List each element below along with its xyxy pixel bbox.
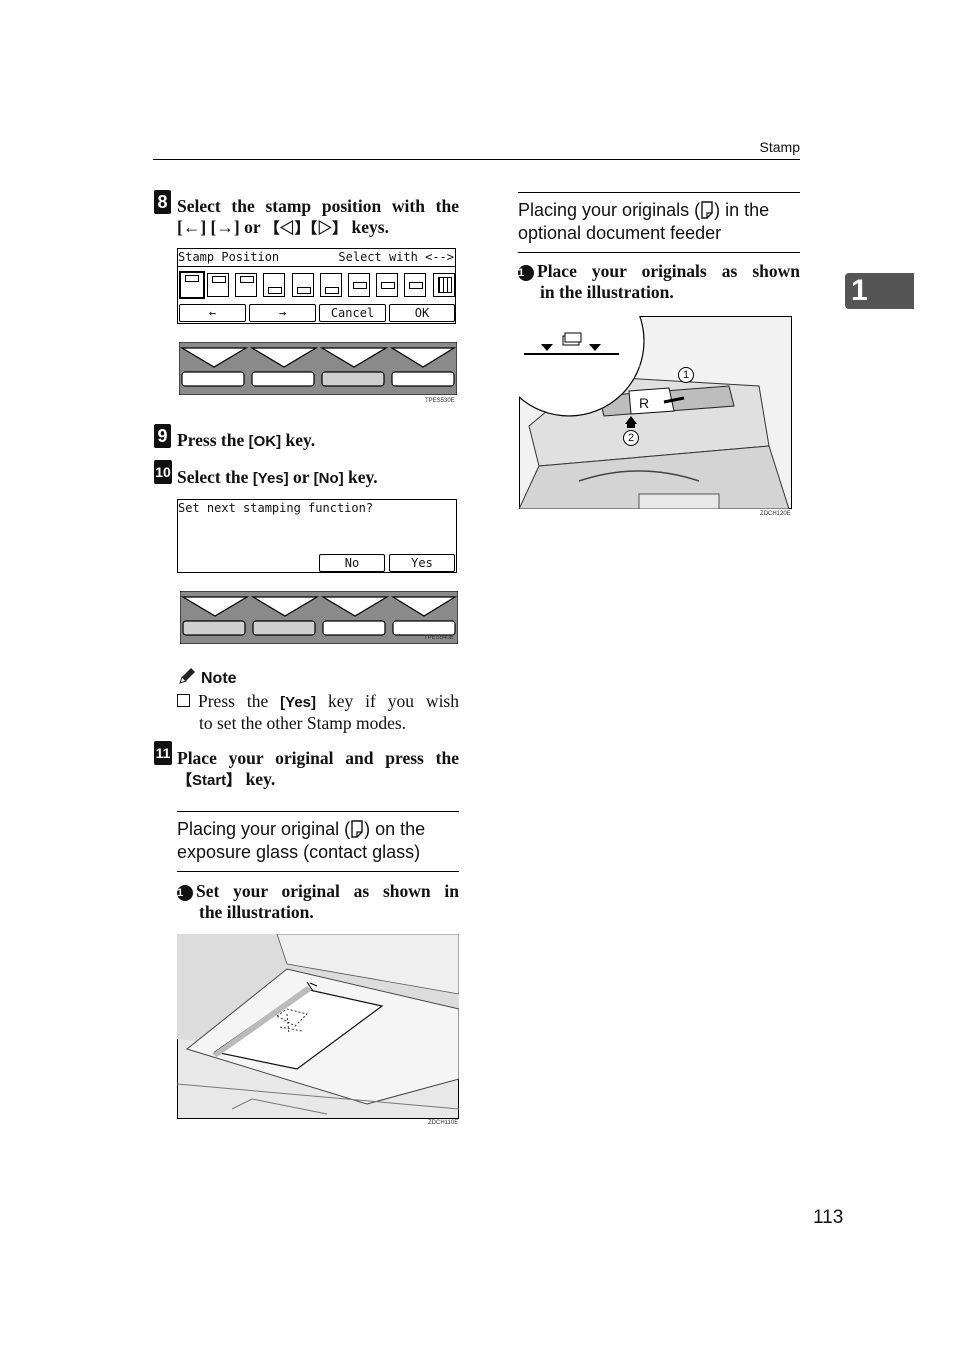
panel-right-button[interactable]: → <box>249 304 316 322</box>
panel-yes-button[interactable]: Yes <box>389 554 455 572</box>
page-number: 113 <box>813 1207 844 1228</box>
selection-keys-illustration-2 <box>179 590 459 645</box>
bullet-1-feeder: 1 <box>518 265 534 281</box>
exposure-glass-illustration <box>176 933 460 1119</box>
step-9-number: 9 <box>154 424 171 448</box>
document-feeder-drawing: R <box>519 316 792 510</box>
stamp-position-option[interactable] <box>404 273 427 297</box>
document-feeder-illustration: R 1 2 <box>519 316 792 510</box>
stamp-mark-icon <box>268 287 283 294</box>
note-text: Press the [Yes] key if you wish to set t… <box>177 691 459 734</box>
stamp-mark-icon <box>212 276 226 283</box>
stamp-mark-icon <box>381 282 396 289</box>
panel-message: Set next stamping function? <box>178 501 374 515</box>
section-glass-title: Placing your original () on the exposure… <box>177 819 426 862</box>
selection-keys-illustration-1 <box>178 341 458 396</box>
note-heading: Note <box>177 667 237 688</box>
panel-ok-button[interactable]: OK <box>389 304 455 322</box>
selection-keys-strip-1 <box>178 341 458 396</box>
start-key: 【Start】 <box>177 772 242 789</box>
stamp-mark-icon <box>185 275 199 282</box>
stamp-position-option[interactable] <box>179 271 205 299</box>
stamp-mark-icon <box>240 276 255 283</box>
original-orientation-icon <box>351 820 363 838</box>
key-prev: 【◁】 <box>264 220 310 237</box>
running-header: Stamp <box>759 139 800 155</box>
yes-key: [Yes] <box>252 470 289 487</box>
step-8-line2: [←] [→] or 【◁】【▷】 keys. <box>177 217 459 239</box>
or-word: or <box>244 217 261 237</box>
stamp-mark-icon <box>409 282 424 289</box>
step-10-number: 10 <box>154 460 172 484</box>
step-8-text: Select the stamp position with the [←] [… <box>177 196 459 239</box>
panel-left-button[interactable]: ← <box>179 304 246 322</box>
step-9-text: Press the [OK] key. <box>177 430 316 450</box>
panel-no-button[interactable]: No <box>319 554 385 572</box>
chapter-tab: 1 <box>845 273 914 309</box>
original-orientation-icon-2 <box>701 201 713 219</box>
checkbox-icon <box>177 694 190 707</box>
note-title: Note <box>201 670 237 687</box>
exposure-glass-drawing <box>176 933 460 1119</box>
stamp-mark-icon <box>296 287 311 294</box>
selection-keys-strip-2 <box>179 590 459 645</box>
section-feeder-title: Placing your originals () in the optiona… <box>518 200 770 243</box>
panel-cancel-button[interactable]: Cancel <box>319 304 386 322</box>
stamp-position-option[interactable] <box>432 273 455 297</box>
stamp-position-option[interactable] <box>291 273 314 297</box>
stamp-position-option[interactable] <box>376 273 399 297</box>
step-8-line1: Select the stamp position with the <box>177 196 459 216</box>
header-rule <box>153 159 800 160</box>
step-10-text: Select the [Yes] or [No] key. <box>177 467 378 487</box>
stamp-position-option[interactable] <box>348 273 370 297</box>
stamp-position-option[interactable] <box>207 273 229 297</box>
no-key: [No] <box>313 470 344 487</box>
stamp-mark-icon <box>437 277 452 293</box>
key-next: 【▷】 <box>309 220 348 237</box>
key-right-arrow: [→] <box>210 217 240 237</box>
stamp-position-option[interactable] <box>263 273 286 297</box>
stamp-position-option[interactable] <box>235 273 258 297</box>
fig-code-tpes530e: TPES530E <box>425 398 455 404</box>
key-left-arrow: [←] <box>177 217 207 237</box>
stamp-mark-icon <box>324 287 339 294</box>
fig-code-zdch120e: ZDCH120E <box>760 511 791 517</box>
next-stamping-panel: Set next stamping function? No Yes <box>177 499 457 573</box>
callout-2: 2 <box>623 430 639 446</box>
step-11-number: 11 <box>154 741 172 765</box>
panel-title: Stamp Position <box>178 250 280 264</box>
svg-text:R: R <box>639 395 649 411</box>
note-yes-key: [Yes] <box>280 694 317 711</box>
step-8-number: 8 <box>154 190 171 214</box>
fig-code-zdch110e: ZDCH110E <box>428 1120 459 1126</box>
position-options <box>179 271 455 299</box>
fig-code-tpes540e: TPES540E <box>424 635 454 641</box>
pencil-icon <box>179 668 195 684</box>
stamp-mark-icon <box>353 282 367 289</box>
ok-key: [OK] <box>248 433 282 450</box>
step-11-text: Place your original and press the 【Start… <box>177 748 459 789</box>
bullet-1: 1 <box>177 885 193 901</box>
stamp-position-option[interactable] <box>319 273 342 297</box>
stamp-position-panel: Stamp Position Select with <--> ← → Canc… <box>177 248 456 324</box>
panel-hint: Select with <--> <box>338 250 454 264</box>
callout-1: 1 <box>678 367 694 383</box>
keys-word: keys. <box>351 217 389 237</box>
